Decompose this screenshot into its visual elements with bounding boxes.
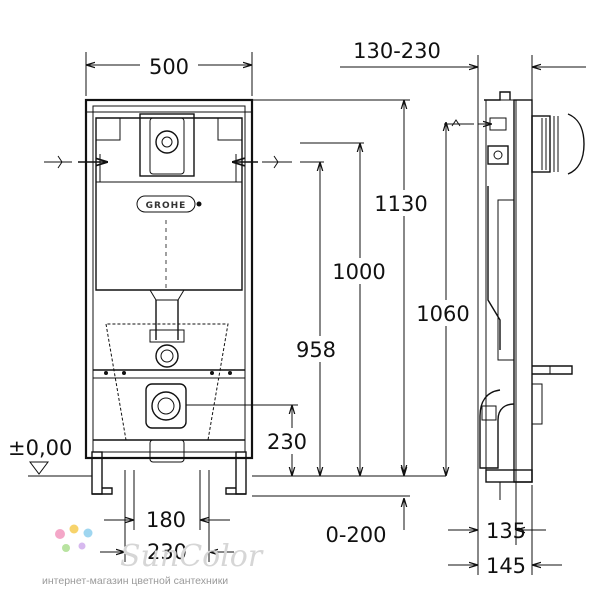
side-frame-post bbox=[513, 99, 533, 483]
watermark: SunColor интернет-магазин цветной сантех… bbox=[42, 524, 264, 587]
grohe-logo: GROHE bbox=[146, 201, 187, 211]
watermark-dot bbox=[83, 528, 93, 538]
dim-0-200-label: 0-200 bbox=[325, 523, 386, 547]
watermark-dot bbox=[62, 544, 70, 552]
level-zero-marker: ±0,00 bbox=[8, 436, 92, 477]
watermark-subtitle: интернет-магазин цветной сантехники bbox=[42, 575, 228, 587]
front-view: GROHE bbox=[44, 98, 292, 495]
flush-plate-opening bbox=[139, 113, 195, 177]
dim-145-label: 145 bbox=[486, 554, 526, 578]
dim-1060-label: 1060 bbox=[416, 302, 469, 326]
water-inlet-left bbox=[44, 154, 108, 182]
flush-pipe bbox=[155, 300, 179, 340]
side-view bbox=[444, 91, 585, 500]
frame-inner bbox=[92, 105, 246, 453]
side-flush-housing bbox=[531, 115, 551, 173]
level-zero-label: ±0,00 bbox=[8, 436, 72, 460]
dim-bottom-group: 180 230 0-200 bbox=[100, 452, 410, 564]
dim-500-label: 500 bbox=[149, 55, 189, 79]
frame-legs bbox=[91, 451, 247, 495]
dim-130-230-label: 130-230 bbox=[353, 39, 441, 63]
side-drain-bend bbox=[479, 389, 515, 469]
frame-outline bbox=[84, 98, 254, 460]
dim-vertical-group: 1130 1000 958 1060 230 bbox=[186, 99, 476, 477]
dim-1000-label: 1000 bbox=[332, 260, 385, 284]
drain-bend bbox=[145, 383, 187, 429]
watermark-dot bbox=[78, 542, 86, 550]
watermark-dot bbox=[69, 524, 79, 534]
dim-135-label: 135 bbox=[486, 519, 526, 543]
water-inlet-right bbox=[232, 154, 292, 182]
dim-500: 500 bbox=[85, 52, 253, 96]
dim-958-label: 958 bbox=[296, 338, 336, 362]
dim-1130-label: 1130 bbox=[374, 192, 427, 216]
side-flush-plate bbox=[567, 113, 585, 175]
bowl-outline bbox=[105, 323, 229, 441]
side-flush-plate-ribs bbox=[541, 116, 559, 172]
watermark-dot bbox=[55, 529, 65, 539]
dim-180-label: 180 bbox=[146, 508, 186, 532]
dim-230-label: 230 bbox=[267, 430, 307, 454]
dim-bottom-230-label: 230 bbox=[147, 540, 187, 564]
dim-side-bottom-group: 135 145 bbox=[448, 485, 562, 578]
flush-button bbox=[155, 130, 179, 154]
watermark-brand: SunColor bbox=[120, 539, 264, 574]
grohe-logo-badge bbox=[136, 195, 196, 213]
